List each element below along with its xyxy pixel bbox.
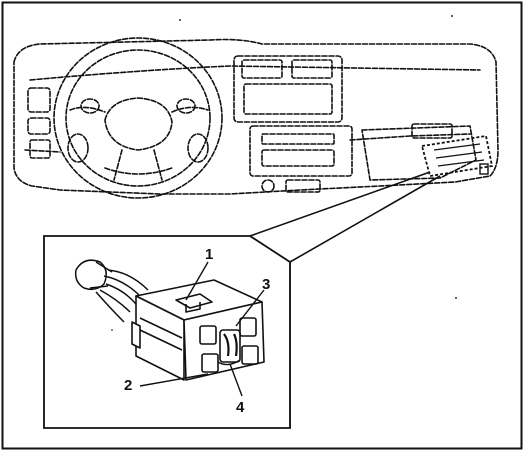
- connector-front-face: [183, 301, 265, 381]
- steering-hub: [104, 97, 173, 151]
- callout-label-4: 4: [236, 399, 245, 416]
- wire-bundle: [74, 259, 149, 323]
- steering-spoke-bottom: [113, 149, 163, 181]
- center-vent-right: [291, 59, 333, 79]
- dashboard: [13, 37, 499, 199]
- terminal-cavity-tr: [239, 317, 257, 337]
- callout-label-3: 3: [262, 276, 270, 293]
- radio-slot: [261, 149, 335, 167]
- center-knob: [261, 179, 275, 193]
- terminal-center: [219, 329, 241, 363]
- steering-knuckle-right: [187, 133, 209, 163]
- leader-1: [185, 261, 209, 301]
- leader-2: [139, 373, 209, 387]
- steering-wheel-outer: [53, 37, 223, 199]
- hazard-switch: [285, 179, 321, 193]
- terminal-cavity-bl: [201, 353, 219, 373]
- radio-unit: [249, 125, 353, 177]
- center-stack-top: [233, 55, 343, 123]
- callout-label-2: 2: [124, 377, 132, 394]
- steering-button-left: [80, 98, 100, 114]
- callout-label-1: 1: [205, 246, 213, 263]
- leader-4: [229, 363, 243, 397]
- steering-button-right: [176, 98, 196, 114]
- dash-upper-line: [29, 65, 481, 81]
- steering-knuckle-left: [67, 133, 89, 163]
- center-vent-left: [241, 59, 283, 79]
- dash-outline: [13, 38, 499, 195]
- left-vent-lower: [27, 117, 51, 135]
- callout-leaders: [139, 261, 265, 397]
- steering-wheel-inner: [65, 49, 211, 187]
- left-vent-upper: [27, 87, 51, 113]
- left-switch-panel: [29, 139, 51, 159]
- leader-3: [235, 289, 265, 327]
- glovebox: [361, 125, 477, 181]
- terminal-cavity-br: [241, 345, 259, 365]
- dash-lower-line: [24, 133, 471, 153]
- steering-spoke-right: [171, 106, 209, 113]
- center-display: [243, 83, 333, 115]
- connector-body: [131, 279, 265, 381]
- dash-connector-location: [420, 134, 494, 178]
- connector-terminals: [199, 317, 259, 373]
- right-vent: [411, 123, 453, 139]
- scan-specks: [111, 15, 457, 331]
- steering-column: [104, 167, 173, 175]
- radio-top-strip: [261, 133, 335, 145]
- steering-spoke-left: [69, 106, 106, 113]
- terminal-cavity-tl: [199, 325, 217, 345]
